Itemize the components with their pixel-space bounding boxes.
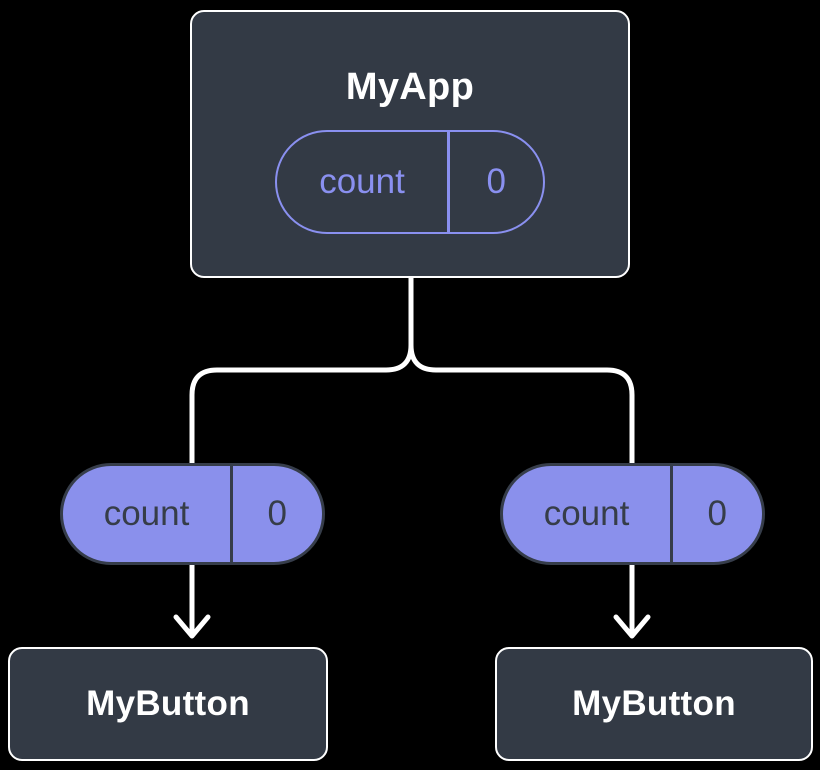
prop-pill-right-label: count (543, 494, 630, 533)
component-node-mybutton-left: MyButton (8, 647, 328, 761)
prop-pill-right-value: 0 (707, 494, 727, 533)
state-pill-value: 0 (486, 162, 506, 201)
prop-pill-left-divider (230, 466, 233, 562)
component-node-myapp: MyApp count 0 (190, 10, 630, 278)
component-title-myapp: MyApp (345, 66, 475, 108)
component-title-mybutton-left: MyButton (86, 684, 250, 723)
prop-pill-left: count 0 (60, 463, 325, 565)
prop-pill-right: count 0 (500, 463, 765, 565)
connector-root-to-right-pill (408, 275, 635, 636)
prop-pill-right-divider (670, 466, 673, 562)
connector-root-to-left-pill (189, 275, 414, 636)
arrowhead-right-icon (613, 614, 651, 639)
state-pill-label: count (319, 162, 405, 201)
arrowhead-left-icon (173, 614, 211, 639)
state-pill-divider (447, 132, 450, 232)
state-pill: count 0 (275, 130, 545, 234)
component-title-mybutton-right: MyButton (572, 684, 736, 723)
component-node-mybutton-right: MyButton (495, 647, 813, 761)
prop-pill-left-value: 0 (267, 494, 287, 533)
prop-pill-left-label: count (103, 494, 190, 533)
